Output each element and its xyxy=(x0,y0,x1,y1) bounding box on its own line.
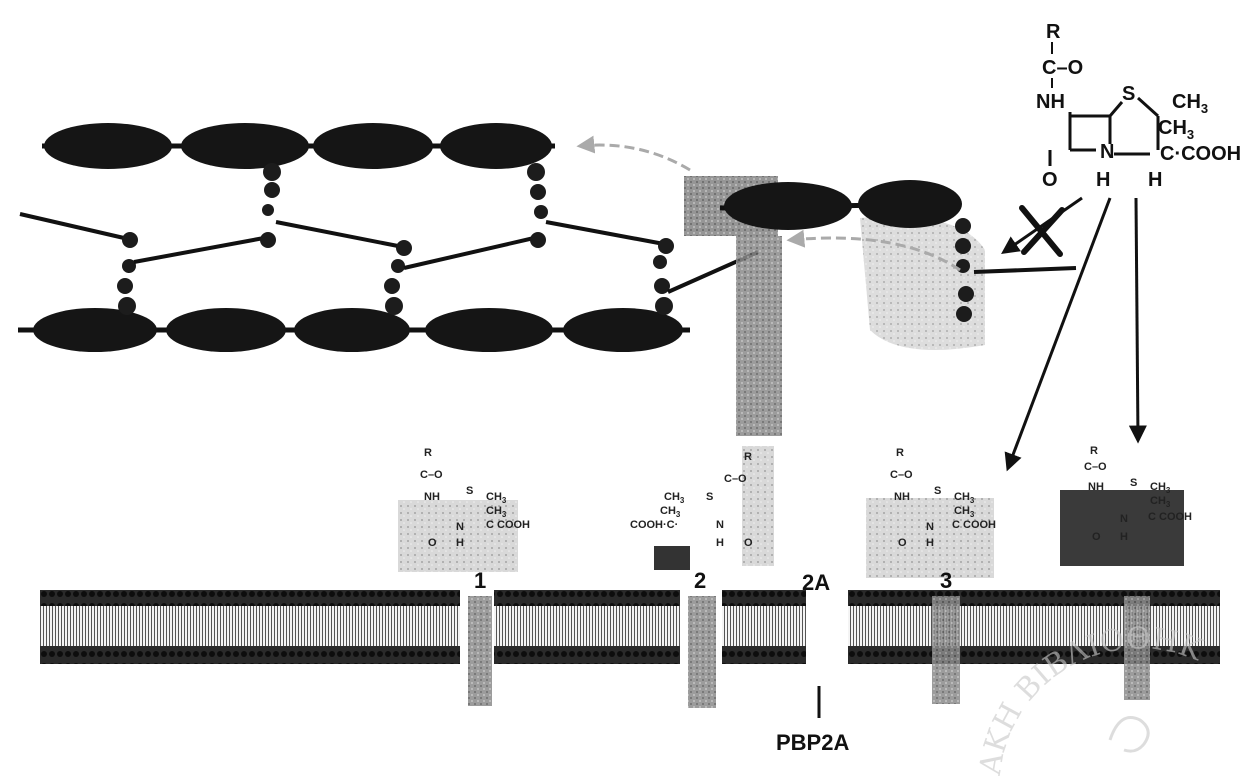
svg-text:O: O xyxy=(898,537,907,549)
svg-text:S: S xyxy=(706,491,713,503)
pbp2-label: 2 xyxy=(694,568,706,593)
sugar-unit xyxy=(181,123,309,169)
membrane-segment-left xyxy=(40,590,460,664)
sugar-unit xyxy=(166,308,286,352)
svg-text:R: R xyxy=(744,451,752,463)
svg-text:C–O: C–O xyxy=(420,469,443,481)
svg-text:N: N xyxy=(716,519,724,531)
svg-text:H: H xyxy=(1120,531,1128,543)
svg-text:S: S xyxy=(466,485,473,497)
pbp2a-protein xyxy=(736,236,782,566)
carbonyl-label: C–O xyxy=(1042,57,1083,79)
pbp3-label: 3 xyxy=(940,568,952,593)
svg-text:R: R xyxy=(896,447,904,459)
sugar-unit xyxy=(313,123,433,169)
penicillin-structure: R C–O NH S CH3 CH3 C·COOH N O H H xyxy=(1004,21,1241,468)
carboxyl-label: C·COOH xyxy=(1160,143,1241,165)
svg-text:N: N xyxy=(1120,513,1128,525)
pbp2a-caption: PBP2A xyxy=(776,730,849,755)
lactam-o-label: O xyxy=(1042,169,1058,191)
pbp1-label: 1 xyxy=(474,568,486,593)
svg-text:H: H xyxy=(456,537,464,549)
svg-text:CH3: CH3 xyxy=(664,491,685,505)
svg-text:C COOH: C COOH xyxy=(952,519,996,531)
methyl-label: CH3 xyxy=(1158,117,1194,142)
svg-text:H: H xyxy=(716,537,724,549)
methyl-label: CH3 xyxy=(1172,91,1208,116)
svg-text:NH: NH xyxy=(894,491,910,503)
svg-text:CH3: CH3 xyxy=(486,491,507,505)
amide-nh-label: NH xyxy=(1036,91,1065,113)
ring-h-label: H xyxy=(1096,169,1110,191)
svg-text:H: H xyxy=(926,537,934,549)
svg-text:R: R xyxy=(1090,445,1098,457)
svg-text:C COOH: C COOH xyxy=(1148,511,1192,523)
bound-penicillin-pbp2: R C–O CH3 S CH3 COOH·C· N O H xyxy=(630,451,753,549)
svg-text:S: S xyxy=(1130,477,1137,489)
svg-text:NH: NH xyxy=(1088,481,1104,493)
svg-text:C COOH: C COOH xyxy=(486,519,530,531)
svg-text:CH3: CH3 xyxy=(660,505,681,519)
svg-text:N: N xyxy=(926,521,934,533)
r-group-label: R xyxy=(1046,21,1061,43)
ring-h-label: H xyxy=(1148,169,1162,191)
sugar-unit xyxy=(33,308,157,352)
svg-text:O: O xyxy=(428,537,437,549)
sugar-unit xyxy=(44,123,172,169)
svg-text:C–O: C–O xyxy=(1084,461,1107,473)
svg-text:C–O: C–O xyxy=(890,469,913,481)
svg-text:C–O: C–O xyxy=(724,473,747,485)
arrow-blocked xyxy=(1004,198,1082,252)
blocked-cross-icon xyxy=(1022,208,1062,254)
peptidoglycan-mesh xyxy=(18,123,758,352)
svg-text:NH: NH xyxy=(424,491,440,503)
sugar-unit xyxy=(724,182,852,230)
peptide-stems-top xyxy=(262,163,548,219)
svg-text:O: O xyxy=(1092,531,1101,543)
membrane-segment-middle xyxy=(494,590,680,664)
svg-text:R: R xyxy=(424,447,432,459)
ring-n-label: N xyxy=(1100,141,1114,163)
sugar-unit xyxy=(425,308,553,352)
sugar-unit xyxy=(440,123,552,169)
svg-text:COOH·C·: COOH·C· xyxy=(630,519,678,531)
arrow-to-pbp4 xyxy=(1136,198,1138,440)
sugar-unit xyxy=(858,180,962,228)
svg-text:O: O xyxy=(744,537,753,549)
watermark-emblem-icon xyxy=(1110,718,1148,752)
peptide-stems-bottom xyxy=(117,255,673,315)
svg-text:CH3: CH3 xyxy=(954,491,975,505)
svg-text:N: N xyxy=(456,521,464,533)
pbp2a-label: 2A xyxy=(802,570,830,595)
svg-text:S: S xyxy=(934,485,941,497)
sulfur-label: S xyxy=(1122,83,1135,105)
membrane-segment-pbp2 xyxy=(722,590,806,664)
svg-text:CH3: CH3 xyxy=(1150,481,1171,495)
